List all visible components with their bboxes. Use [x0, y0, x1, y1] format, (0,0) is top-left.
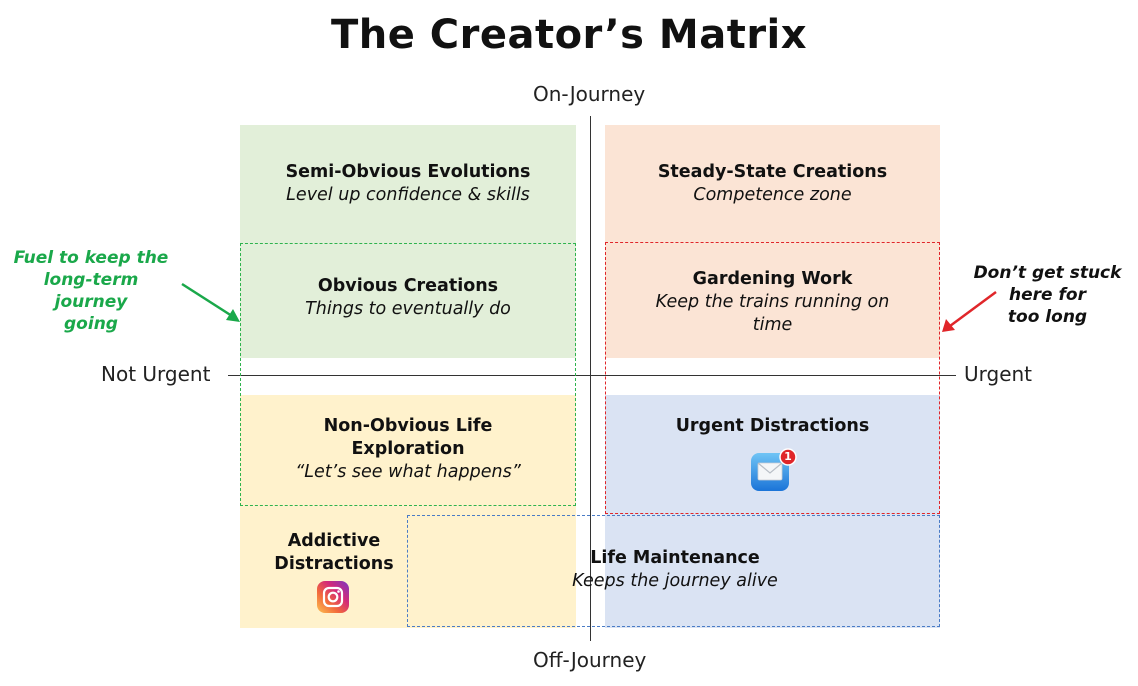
cell-subtitle-line2: time [752, 315, 793, 335]
cell-gardening: Gardening Work Keep the trains running o… [605, 268, 940, 337]
mail-icon: 1 [750, 448, 798, 492]
mail-badge-count: 1 [784, 450, 792, 463]
cell-subtitle: Competence zone [693, 185, 852, 205]
life-maintenance-outline [407, 515, 940, 627]
note-left-line3: going [64, 314, 118, 334]
instagram-icon [316, 580, 350, 614]
green-arrow-icon [181, 282, 240, 322]
cell-obvious: Obvious Creations Things to eventually d… [240, 275, 576, 321]
panel-semi-obvious [240, 125, 576, 243]
panel-steady-state [605, 125, 940, 243]
cell-title-line2: Distractions [274, 554, 394, 574]
axis-label-right: Urgent [964, 362, 1033, 386]
cell-steady-state: Steady-State Creations Competence zone [605, 161, 940, 207]
panel-non-obvious [240, 395, 576, 507]
note-left-line2: long-term journey [43, 270, 139, 312]
cell-title-line2: Exploration [351, 439, 465, 459]
note-right-line1: Don’t get stuck [973, 263, 1122, 283]
note-right-line3: too long [1007, 307, 1088, 327]
note-right-line2: here for [1009, 285, 1086, 305]
cell-title: Semi-Obvious Evolutions [285, 162, 531, 182]
cell-semi-obvious: Semi-Obvious Evolutions Level up confide… [240, 161, 576, 207]
cell-title-line1: Addictive [287, 531, 381, 551]
cell-title: Obvious Creations [317, 276, 499, 296]
panel-addictive [240, 507, 576, 628]
cell-title: Urgent Distractions [675, 416, 870, 436]
axis-label-top: On-Journey [533, 82, 646, 106]
cell-title: Life Maintenance [590, 548, 760, 568]
cell-subtitle: Things to eventually do [305, 299, 511, 319]
panel-obvious [240, 243, 576, 358]
cell-subtitle-line1: Keep the trains running on [655, 292, 890, 312]
cell-subtitle: Level up confidence & skills [286, 185, 530, 205]
vertical-axis-line [590, 116, 591, 641]
red-arrow-icon [942, 290, 997, 332]
note-right: Don’t get stuck here for too long [965, 262, 1130, 328]
cell-title: Steady-State Creations [657, 162, 888, 182]
cell-subtitle: “Let’s see what happens” [295, 462, 521, 482]
panel-gardening [605, 243, 940, 358]
fuel-region-outline [240, 243, 576, 506]
cell-addictive: Addictive Distractions [264, 530, 404, 576]
axis-label-bottom: Off-Journey [533, 648, 647, 672]
cell-subtitle: Keeps the journey alive [572, 571, 778, 591]
horizontal-axis-line [228, 375, 956, 376]
axis-label-left: Not Urgent [101, 362, 211, 386]
cell-title: Gardening Work [692, 269, 853, 289]
cell-non-obvious: Non-Obvious Life Exploration “Let’s see … [240, 415, 576, 484]
cell-urgent-distractions: Urgent Distractions [605, 415, 940, 438]
panel-life-maintenance [605, 507, 940, 628]
note-left-line1: Fuel to keep the [13, 248, 169, 268]
page-title: The Creator’s Matrix [330, 12, 808, 58]
cell-life-maintenance: Life Maintenance Keeps the journey alive [560, 547, 790, 593]
note-left: Fuel to keep the long-term journey going [6, 247, 176, 335]
cell-title-line1: Non-Obvious Life [323, 416, 493, 436]
stuck-region-outline [605, 242, 940, 514]
